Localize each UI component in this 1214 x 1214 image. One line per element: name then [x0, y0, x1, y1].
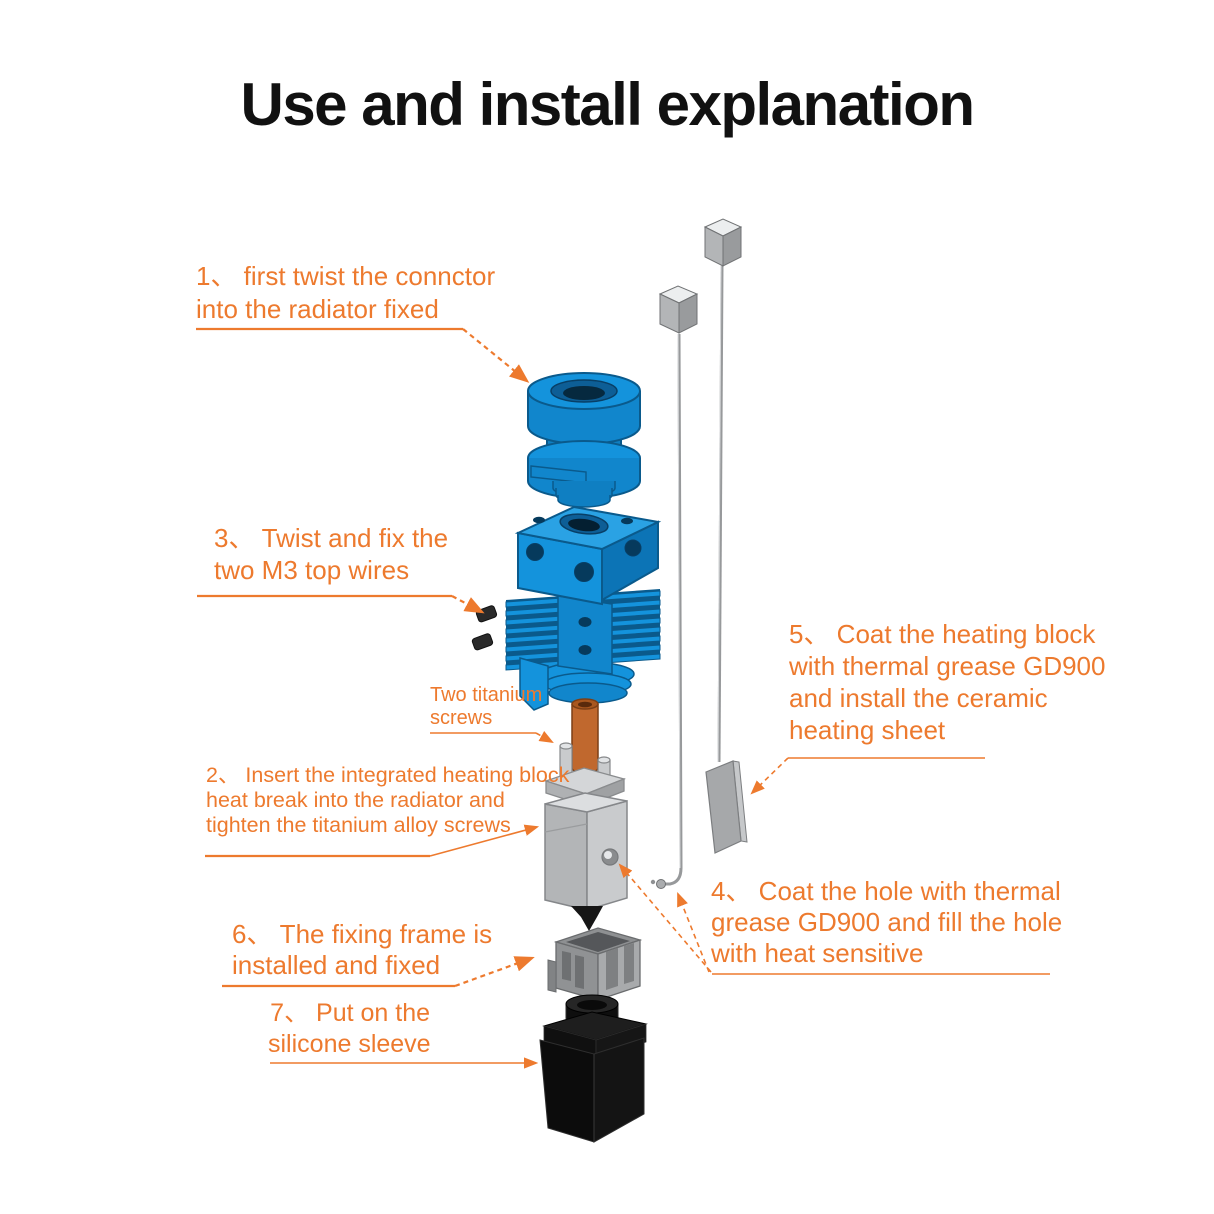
copper-heat-break-icon — [571, 698, 599, 774]
annotation-step3: 3、 Twist and fix the two M3 top wires — [214, 522, 448, 586]
radiator-heatsink-icon — [505, 505, 662, 711]
annotation-titanium-note: Two titanium screws — [430, 684, 542, 730]
annotation-step4: 4、 Coat the hole with thermal grease GD9… — [711, 876, 1062, 969]
wire-connector-cube-icon — [658, 285, 699, 334]
wire-connector-cube-icon — [703, 218, 743, 267]
heating-block-icon — [544, 792, 628, 931]
annotation-line: installed and fixed — [232, 950, 441, 980]
annotation-step1: 1、 first twist the connctor into the rad… — [196, 260, 495, 326]
annotation-line: 1、 first twist the connctor — [196, 261, 496, 291]
annotation-line: tighten the titanium alloy screws — [206, 813, 511, 837]
m3-set-screws-icon — [471, 605, 498, 651]
annotation-step5: 5、 Coat the heating block with thermal g… — [789, 618, 1105, 746]
annotation-line: 7、 Put on the — [270, 999, 430, 1027]
nozzle-tip-icon — [571, 906, 603, 931]
annotation-step2: 2、 Insert the integrated heating block h… — [206, 763, 569, 838]
annotation-line: with heat sensitive — [711, 938, 924, 968]
ceramic-heater-wire-icon — [703, 218, 748, 854]
annotation-line: into the radiator fixed — [196, 294, 439, 324]
ceramic-heating-sheet-icon — [705, 760, 748, 854]
fixing-frame-icon — [547, 927, 643, 1001]
page-title: Use and install explanation — [240, 71, 975, 138]
annotation-line: 5、 Coat the heating block — [789, 619, 1096, 649]
annotation-line: screws — [430, 707, 493, 729]
thermistor-tip-icon — [650, 879, 656, 885]
annotation-line: heat break into the radiator and — [206, 788, 505, 812]
thermistor-head-icon — [656, 879, 666, 889]
annotation-line: heating sheet — [789, 715, 946, 745]
annotation-line: grease GD900 and fill the hole — [711, 907, 1063, 937]
silicone-sleeve-icon — [539, 994, 648, 1143]
thermistor-wire-icon — [650, 285, 699, 889]
annotation-step7: 7、 Put on the silicone sleeve — [268, 998, 431, 1060]
annotation-line: two M3 top wires — [214, 555, 410, 585]
annotation-line: and install the ceramic — [789, 683, 1048, 713]
annotation-line: 2、 Insert the integrated heating block — [206, 763, 570, 787]
pneumatic-connector-icon — [527, 372, 641, 508]
annotation-line: 4、 Coat the hole with thermal — [711, 876, 1061, 906]
annotation-line: silicone sleeve — [268, 1030, 431, 1058]
annotation-line: 6、 The fixing frame is — [232, 919, 493, 949]
leader-lines — [196, 327, 1050, 1069]
annotation-line: with thermal grease GD900 — [789, 651, 1106, 681]
annotation-line: 3、 Twist and fix the — [214, 523, 449, 553]
annotation-step6: 6、 The fixing frame is installed and fix… — [232, 919, 492, 981]
annotation-line: Two titanium — [430, 684, 543, 706]
